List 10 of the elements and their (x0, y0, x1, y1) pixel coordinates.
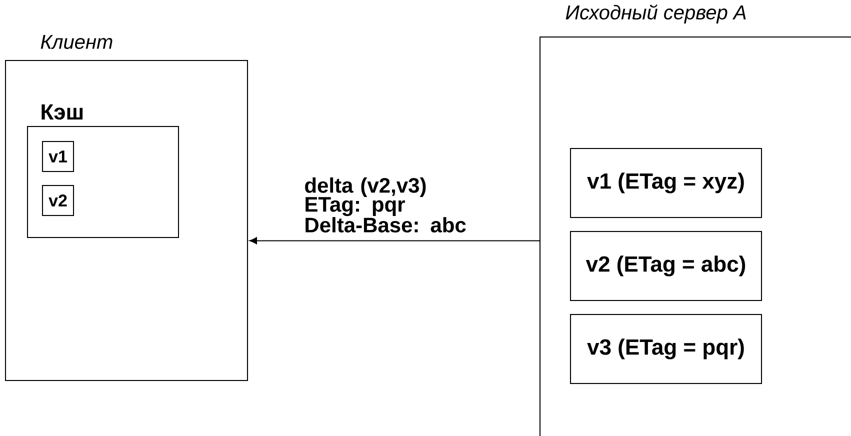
box-heading: Исходный сервер A (566, 4, 746, 24)
box-heading: Кэш (42, 104, 83, 120)
version-box: v2 (42, 185, 74, 216)
box-heading: Клиент (40, 35, 112, 49)
version-box: v2 (ETag = abc) (570, 231, 762, 301)
version-box: v3 (ETag = pqr) (570, 314, 762, 384)
version-box: v1 (ETag = xyz) (570, 148, 762, 218)
arrow (249, 237, 540, 244)
version-box: v1 (42, 141, 74, 172)
edge-label: delta (v2,v3) ETag: pqr Delta-Base: abc (305, 177, 466, 232)
